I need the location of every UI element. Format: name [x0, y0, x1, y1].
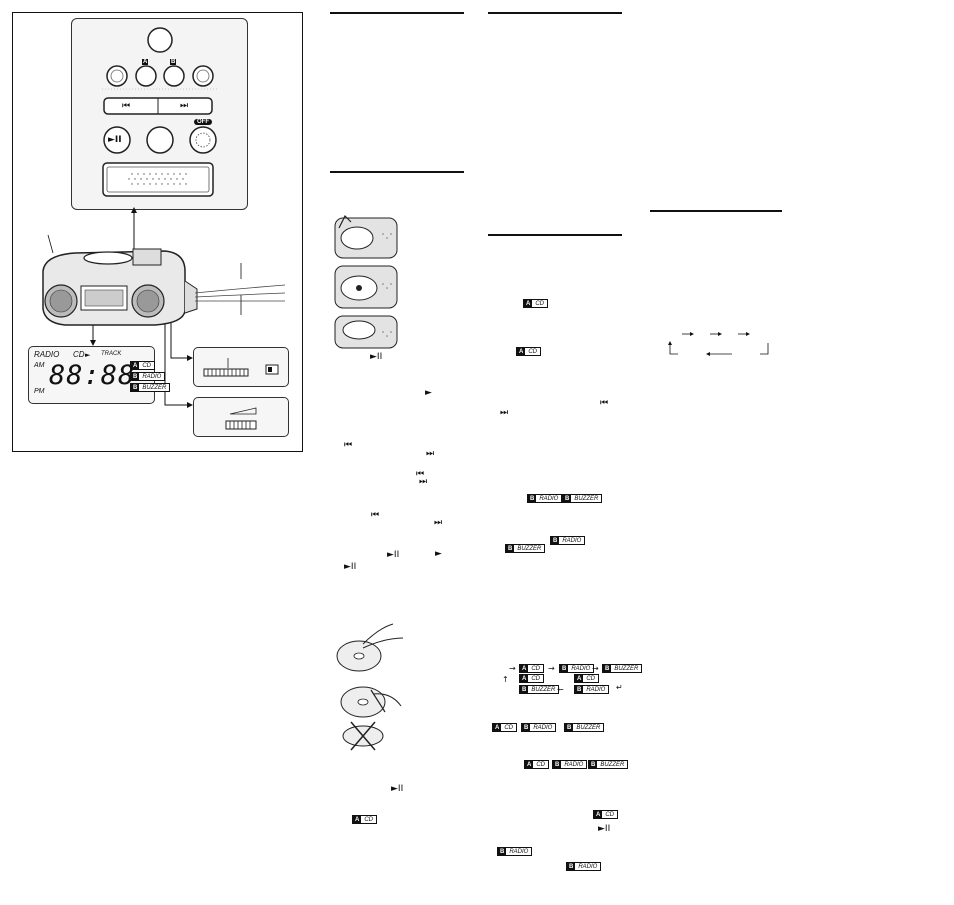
off-label: OFF [194, 119, 212, 125]
column3-section-rule [650, 210, 782, 212]
col1-prev-glyph-1: ⏮ [344, 440, 353, 450]
display-cd-play-glyph: ► [85, 351, 91, 359]
control-panel-drawing [102, 27, 217, 197]
volume-dial-detail [193, 397, 289, 437]
play-pause-glyph: ►II [108, 135, 122, 145]
col1-play-pause-glyph-2: ►II [387, 550, 400, 560]
next-track-glyph: ⏭ [180, 101, 189, 111]
connector-lines [47, 207, 242, 408]
tuning-dial-detail [193, 347, 289, 387]
display-track-label: TRACK [101, 351, 122, 357]
tuning-dial-drawing [203, 358, 279, 377]
volume-dial-drawing [225, 407, 257, 430]
col2-prev-glyph: ⏮ [600, 398, 609, 408]
col1-prev-glyph-2: ⏮ [416, 469, 425, 479]
column1-section-rule [330, 171, 464, 173]
col1-prev-glyph-3: ⏮ [371, 510, 380, 520]
col1-play-glyph-1: ► [425, 388, 432, 398]
column2-section-rule [488, 234, 622, 236]
clock-radio-unit [42, 248, 286, 326]
display-digits: 88:88 [49, 360, 136, 391]
control-panel-detail: A B ⏮ ⏭ ►II OFF [71, 18, 248, 210]
col1-play-pause-glyph-1: ►II [370, 352, 383, 362]
col2-next-glyph: ⏭ [500, 408, 509, 418]
col1-next-glyph-1: ⏭ [426, 449, 435, 459]
display-am-label: AM [34, 362, 45, 369]
main-illustration: A B ⏮ ⏭ ►II OFF RADIO [12, 12, 303, 452]
col1-play-pause-glyph-4: ►II [391, 784, 404, 794]
cycle-arrow-diagram [668, 332, 769, 356]
col1-play-pause-glyph-3: ►II [344, 562, 357, 572]
cd-loading-illustration [334, 214, 398, 349]
button-a-label: A [142, 59, 149, 65]
col1-next-glyph-2: ⏭ [419, 477, 428, 487]
prev-track-glyph: ⏮ [122, 101, 131, 111]
column2-header-rule [488, 12, 622, 14]
display-pm-label: PM [34, 388, 45, 395]
col1-next-glyph-3: ⏭ [434, 518, 443, 528]
button-b-label: B [170, 59, 177, 65]
col2-play-pause-glyph: ►II [598, 824, 611, 834]
disc-handling-illustration [336, 623, 404, 751]
col1-play-glyph-2: ► [435, 549, 442, 559]
display-radio-label: RADIO [34, 350, 60, 359]
column1-header-rule [330, 12, 464, 14]
display-cd-label: CD [73, 350, 85, 359]
